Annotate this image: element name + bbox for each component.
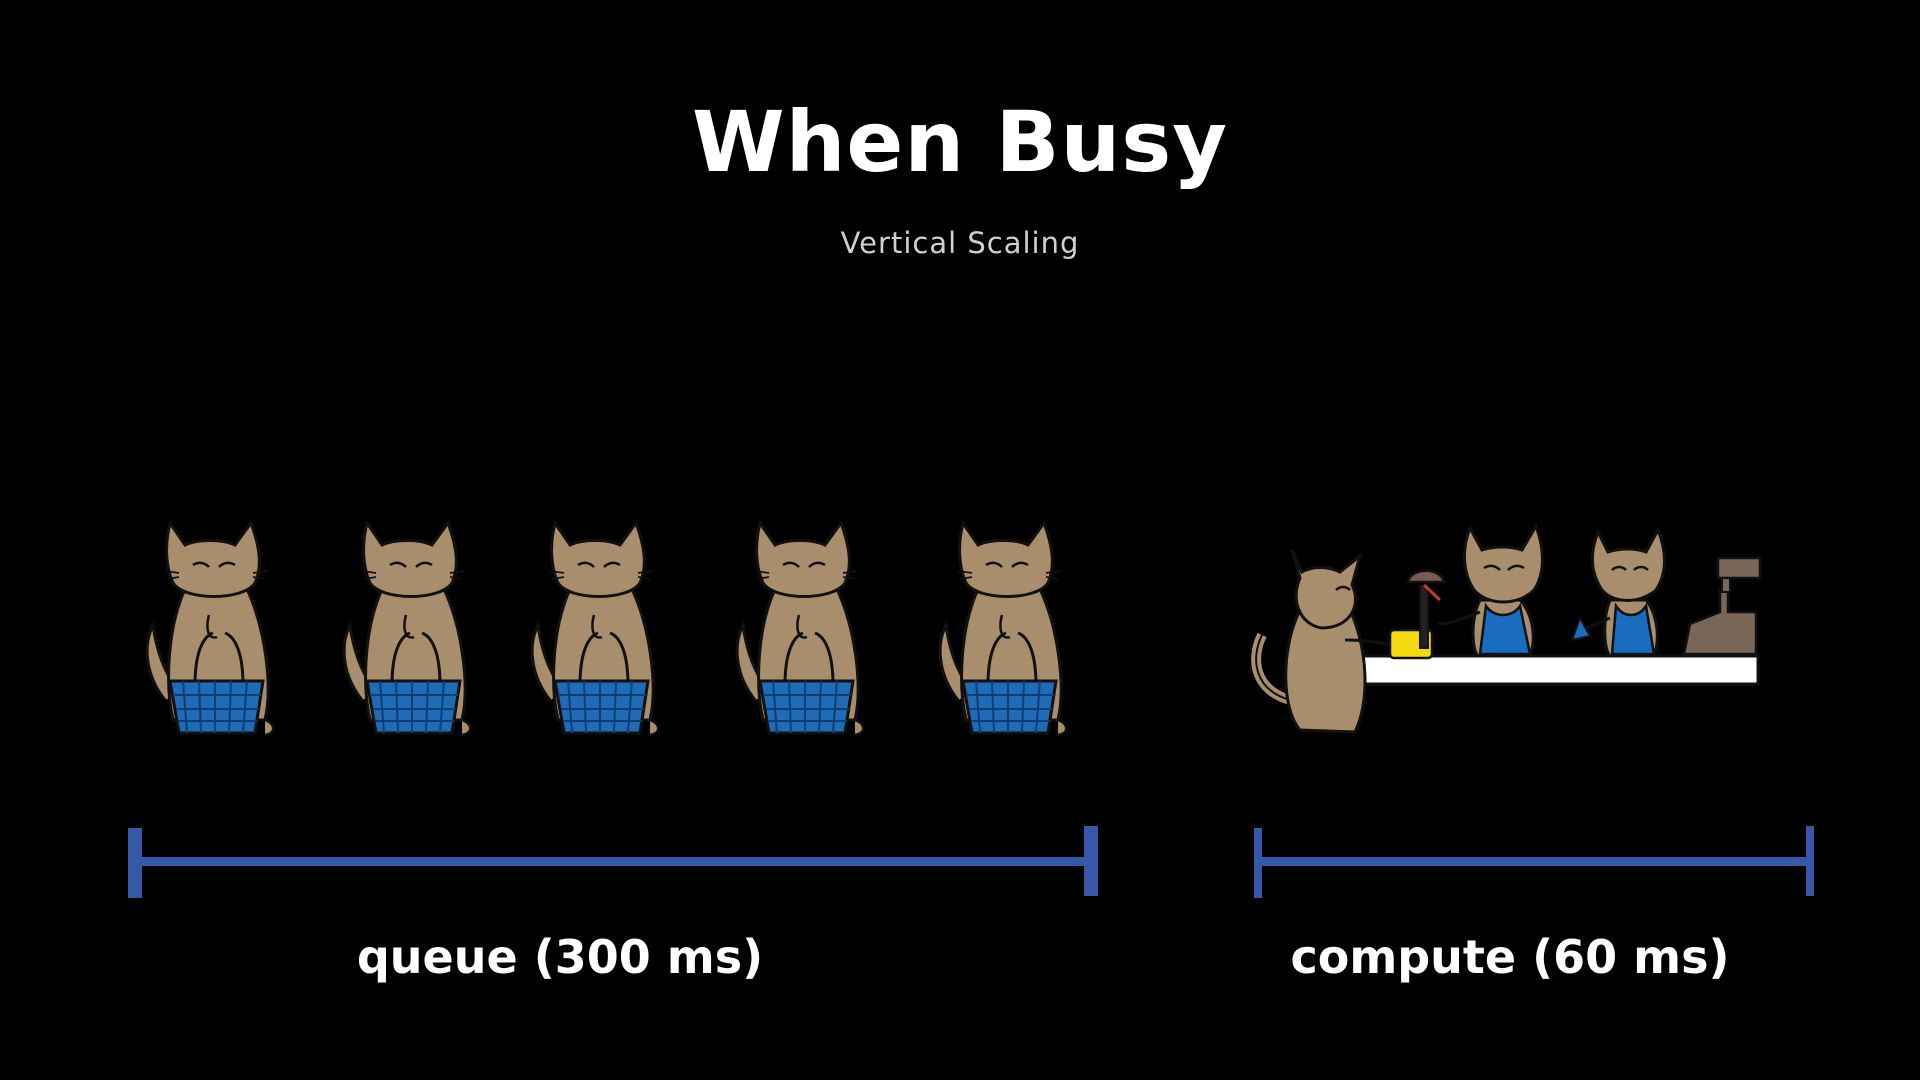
compute-timeline	[1254, 826, 1814, 898]
waiting-cat	[735, 521, 865, 737]
waiting-cat	[530, 521, 660, 737]
customer-cat	[1251, 549, 1393, 734]
counter	[1358, 654, 1760, 686]
waiting-cat	[145, 521, 275, 737]
slide-subtitle: Vertical Scaling	[840, 226, 1080, 260]
checkout-scene	[1251, 522, 1762, 734]
cashier-cat	[1570, 526, 1666, 658]
cashier-cat	[1437, 522, 1544, 658]
slide-title: When Busy	[691, 93, 1229, 191]
cash-register-icon	[1682, 556, 1762, 656]
queue-cats	[145, 521, 1068, 737]
waiting-cat	[938, 521, 1068, 737]
scanner-icon	[1406, 569, 1446, 649]
queue-label: queue (300 ms)	[356, 930, 764, 984]
waiting-cat	[342, 521, 472, 737]
compute-label: compute (60 ms)	[1290, 930, 1730, 984]
queue-timeline	[128, 826, 1098, 898]
